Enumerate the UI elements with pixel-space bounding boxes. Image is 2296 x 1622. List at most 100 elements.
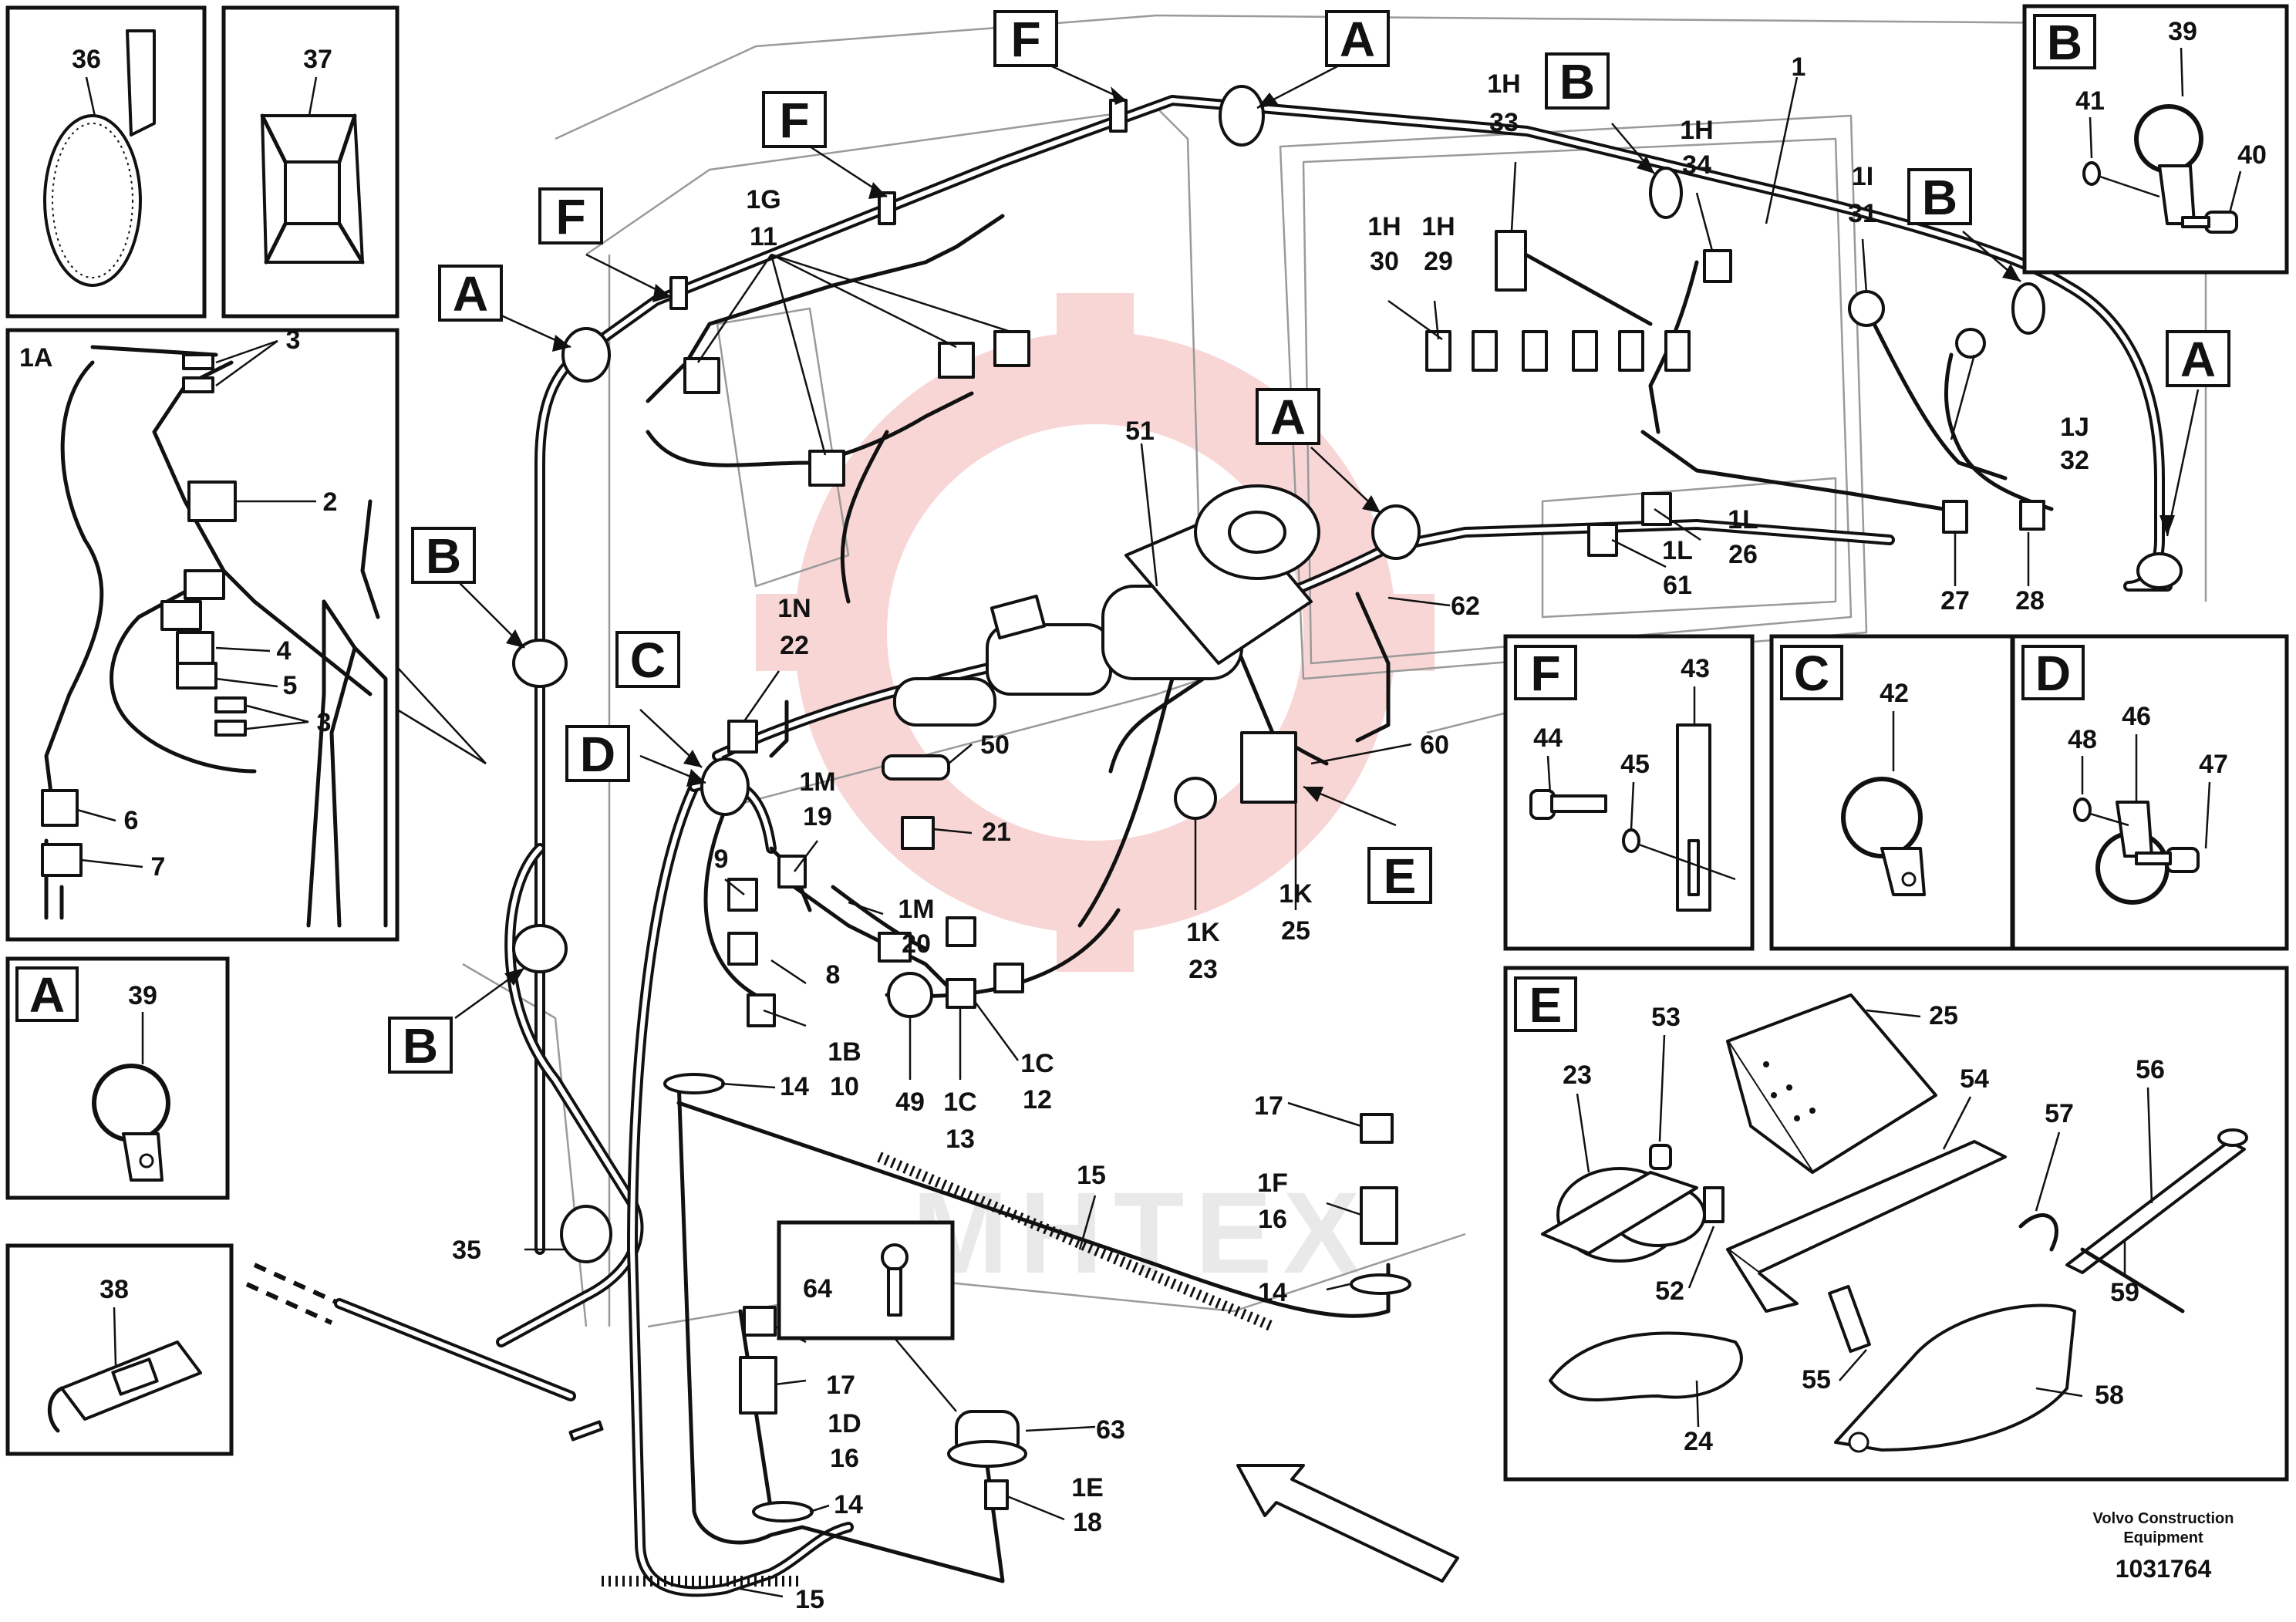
callout-1i-31: 31: [1848, 199, 1877, 228]
view-direction-arrow: [1236, 1464, 1459, 1583]
callout-1f-16: 16: [1258, 1205, 1287, 1234]
callout-44: 44: [1533, 723, 1563, 753]
detail-letter: B: [2047, 15, 2082, 70]
callout-3: 3: [286, 325, 301, 355]
callout-1c-13: 1C: [943, 1088, 976, 1117]
letter-tag: F: [1010, 12, 1040, 67]
callout-2: 2: [323, 487, 338, 517]
callout-27: 27: [1940, 586, 1970, 615]
letter-tag: B: [403, 1018, 438, 1074]
callout-1n-22: 1N: [777, 594, 811, 623]
callout-1e-18: 18: [1073, 1508, 1102, 1537]
callout-1b-10: 1B: [828, 1037, 861, 1067]
callout-58: 58: [2095, 1381, 2124, 1410]
callout-47: 47: [2199, 750, 2228, 779]
callout-64: 64: [803, 1274, 832, 1303]
letter-tag: A: [2180, 332, 2216, 387]
detail-box-38: 38: [5, 1243, 234, 1456]
callout-1l-61: 1L: [1662, 536, 1693, 565]
clamp-rings: [512, 85, 2183, 1523]
callout-40: 40: [2237, 140, 2267, 170]
letter-tags: F A F F A B B A A B C D B E: [388, 10, 2230, 1074]
watermark: МНТЕХ: [756, 293, 1435, 1297]
letter-tag: A: [1270, 389, 1306, 445]
footer-line1: Volvo Construction: [2093, 1510, 2234, 1527]
letter-tag: B: [1559, 54, 1595, 110]
letter-tag: F: [555, 189, 585, 244]
callout-28: 28: [2015, 586, 2045, 615]
callout-1g-11: 11: [750, 222, 777, 251]
callout-8: 8: [826, 960, 841, 990]
callout-labels: 1 1H 33 1H 34 1I 31 1J 32 1H 30 1H 29 1G…: [452, 52, 2089, 1614]
bracket-ties: [568, 99, 1128, 1442]
callout-1g-11: 1G: [746, 185, 781, 214]
detail-letter: E: [1529, 977, 1563, 1033]
callout-1k-23: 1K: [1186, 918, 1220, 947]
callout-62: 62: [1451, 592, 1480, 621]
callout-1h-34: 34: [1682, 150, 1711, 180]
letter-tag: D: [580, 727, 615, 782]
callout-46: 46: [2122, 702, 2151, 731]
rotary-unit-51: [893, 484, 1320, 727]
letter-tag: B: [1922, 170, 1957, 225]
callout-6: 6: [124, 806, 139, 835]
callout-1c-12: 1C: [1020, 1049, 1054, 1078]
callout-1n-22: 22: [780, 631, 809, 660]
callout-15: 15: [1077, 1161, 1106, 1190]
callout-49: 49: [895, 1088, 925, 1117]
callout-14: 14: [834, 1490, 863, 1519]
pointer-38: [245, 1263, 576, 1401]
callout-1m-19: 1M: [799, 767, 835, 797]
letter-tag: E: [1384, 848, 1417, 904]
detail-box-36: 36: [5, 5, 207, 319]
document-number: 1031764: [2116, 1555, 2212, 1583]
detail-box-37: 37: [221, 5, 400, 319]
pointer-1a: [396, 666, 487, 765]
footer-line2: Equipment: [2123, 1529, 2203, 1546]
callout-5: 5: [283, 671, 298, 700]
callout-1h-34: 1H: [1680, 116, 1713, 145]
detail-letter: C: [1794, 646, 1829, 701]
callout-43: 43: [1681, 654, 1710, 683]
callout-1l-26: 1L: [1728, 505, 1758, 534]
callout-52: 52: [1655, 1276, 1684, 1306]
callout-17: 17: [1254, 1091, 1283, 1121]
letter-tag: B: [426, 528, 461, 584]
callout-36: 36: [72, 45, 101, 74]
callout-1i-31: 1I: [1852, 162, 1873, 191]
detail-box-c: C 42: [1769, 634, 2014, 951]
callout-23: 23: [1563, 1061, 1592, 1090]
callout-51: 51: [1125, 416, 1155, 446]
callout-54: 54: [1960, 1064, 1989, 1094]
letter-tag: A: [453, 266, 488, 322]
callout-21: 21: [982, 818, 1011, 847]
callout-63: 63: [1096, 1415, 1125, 1445]
callout-1e-18: 1E: [1071, 1473, 1104, 1502]
callout-1j-32: 32: [2060, 446, 2089, 475]
callout-25: 25: [1929, 1001, 1958, 1030]
letter-tag: C: [630, 632, 666, 688]
detail-letter: A: [29, 967, 65, 1023]
callout-39: 39: [128, 981, 157, 1010]
callout-48: 48: [2068, 725, 2097, 754]
callout-1j-32: 1J: [2060, 413, 2089, 442]
callout-35: 35: [452, 1236, 481, 1265]
detail-box-a: A 39: [5, 956, 230, 1200]
letter-tag: F: [779, 93, 809, 148]
callout-1k-25: 25: [1281, 916, 1310, 946]
callout-1c-13: 13: [946, 1125, 975, 1154]
callout-1d-16: 16: [830, 1444, 859, 1473]
callout-1: 1: [1792, 52, 1806, 82]
callout-1h-29: 1H: [1421, 212, 1455, 241]
callout-1k-23: 23: [1188, 955, 1218, 984]
callout-59: 59: [2110, 1278, 2139, 1307]
callout-1m-20: 1M: [898, 895, 934, 924]
callout-60: 60: [1420, 730, 1449, 760]
leaders: [524, 76, 2030, 1598]
callout-1h-33: 1H: [1487, 69, 1520, 99]
detail-box-d: D 46 48 47: [2011, 634, 2289, 951]
callout-39: 39: [2168, 17, 2197, 46]
callout-14: 14: [1258, 1278, 1287, 1307]
callout-1k-25: 1K: [1279, 879, 1313, 909]
